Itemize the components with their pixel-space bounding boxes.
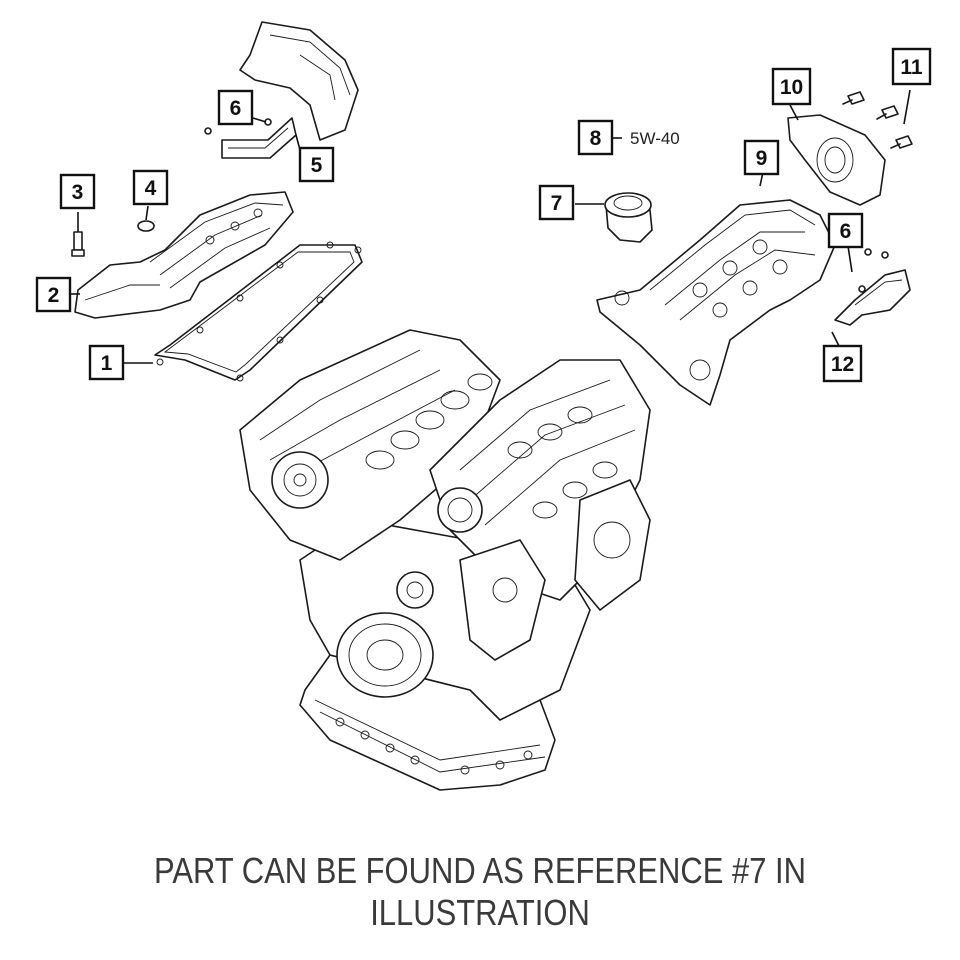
- callout-10-label: 10: [780, 76, 803, 99]
- engine-block-illustration: [239, 329, 651, 791]
- callout-6-right: 6: [827, 212, 864, 249]
- callout-1: 1: [88, 344, 125, 381]
- callout-2-label: 2: [48, 284, 60, 307]
- oil-filler-cap: [575, 192, 653, 243]
- callout-3: 3: [59, 173, 96, 210]
- callout-6-right-label: 6: [840, 220, 852, 243]
- callout-9: 9: [743, 139, 780, 176]
- callout-6-left-label: 6: [230, 97, 242, 120]
- callout-8-label: 8: [590, 127, 602, 150]
- left-valve-cover: [74, 191, 294, 319]
- bolts: [842, 89, 913, 149]
- callout-7-label: 7: [551, 192, 563, 215]
- callout-3-label: 3: [72, 181, 84, 204]
- callout-4-label: 4: [145, 177, 157, 200]
- callout-5-label: 5: [311, 154, 323, 177]
- callout-8: 8: [577, 119, 614, 156]
- left-heat-shield: [204, 21, 359, 159]
- right-heat-shield: [831, 245, 911, 349]
- diagram-caption: PART CAN BE FOUND AS REFERENCE #7 IN ILL…: [153, 850, 807, 933]
- stud-bolt: [71, 212, 85, 257]
- callout-12: 12: [822, 344, 863, 383]
- grommet: [137, 205, 155, 232]
- callout-9-label: 9: [756, 147, 768, 170]
- callout-11: 11: [891, 47, 932, 86]
- valve-cover-gasket: [154, 241, 363, 382]
- engine-bracket: [787, 104, 886, 206]
- callout-7: 7: [538, 184, 575, 221]
- oil-spec-label: 5W-40: [630, 129, 680, 148]
- callout-1-label: 1: [101, 352, 113, 375]
- callout-2: 2: [35, 276, 72, 313]
- callout-11-label: 11: [900, 56, 923, 79]
- right-valve-cover: [596, 171, 836, 406]
- callout-5: 5: [298, 146, 335, 183]
- callout-10: 10: [771, 67, 812, 106]
- callout-4: 4: [132, 169, 169, 206]
- callout-12-label: 12: [831, 353, 854, 376]
- callout-6-left: 6: [217, 89, 254, 126]
